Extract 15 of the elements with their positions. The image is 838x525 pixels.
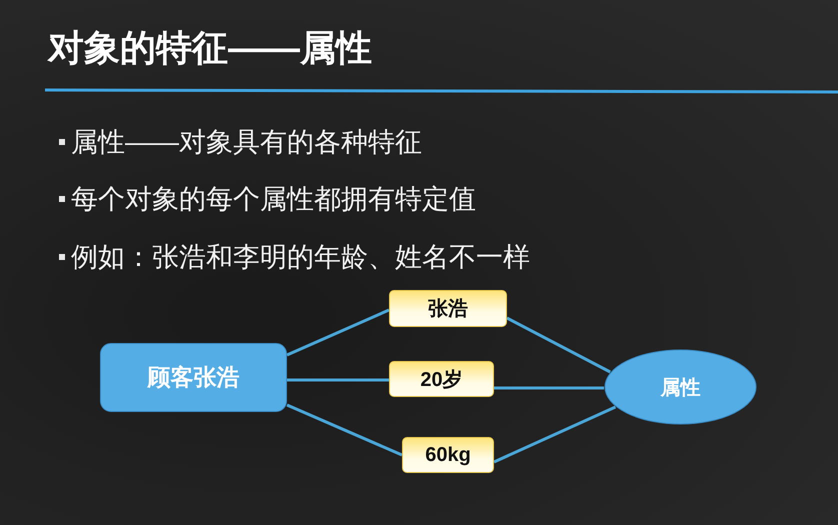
slide-title: 对象的特征——属性 bbox=[48, 27, 372, 69]
bullet-text: 例如：张浩和李明的年龄、姓名不一样 bbox=[71, 241, 530, 274]
value-box: 60kg bbox=[402, 437, 494, 473]
connector-line bbox=[287, 378, 389, 382]
value-box: 20岁 bbox=[389, 361, 494, 397]
connector-line bbox=[494, 386, 604, 390]
attribute-ellipse: 属性 bbox=[604, 349, 757, 425]
connector-line bbox=[493, 406, 616, 464]
connector-line bbox=[286, 308, 390, 356]
connector-line bbox=[506, 316, 611, 374]
object-box: 顾客张浩 bbox=[100, 343, 287, 412]
bullet-text: 每个对象的每个属性都拥有特定值 bbox=[71, 183, 476, 216]
bullet-text: 属性——对象具有的各种特征 bbox=[71, 126, 422, 159]
connector-line bbox=[286, 404, 403, 456]
value-box: 张浩 bbox=[389, 290, 507, 327]
